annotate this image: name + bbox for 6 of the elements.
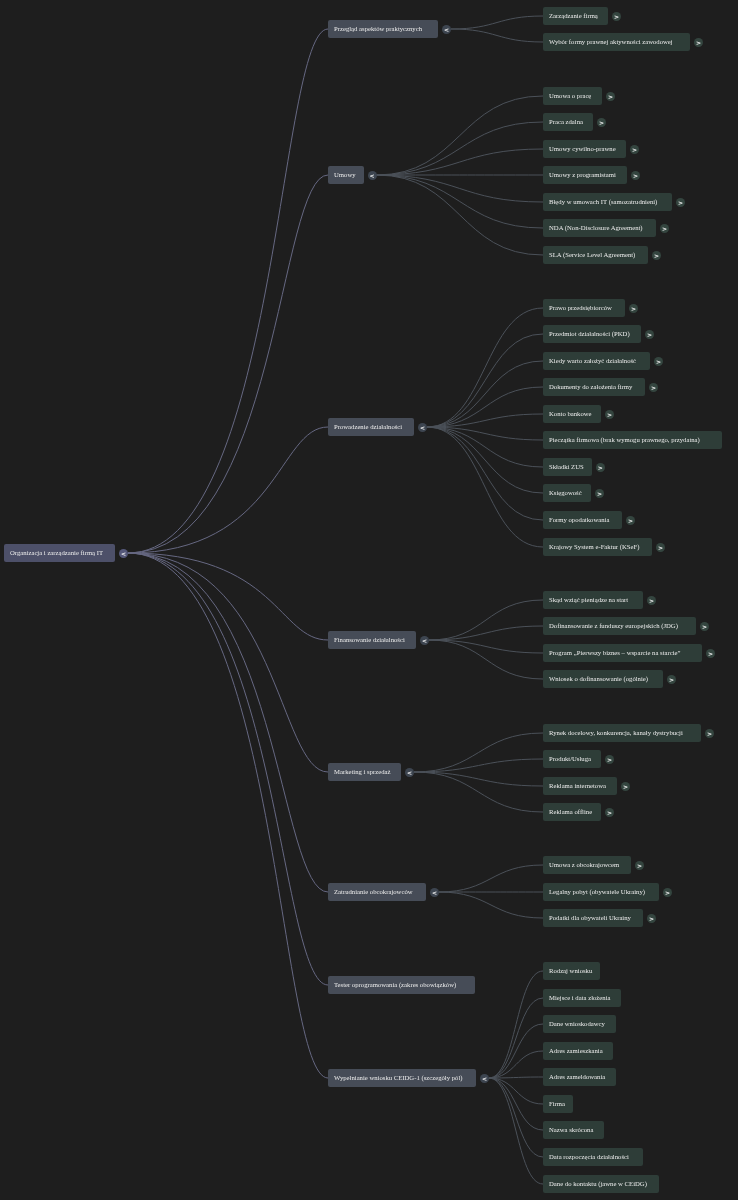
branch-line bbox=[450, 28, 544, 43]
branch-line bbox=[376, 174, 544, 256]
branch-line bbox=[376, 174, 544, 229]
branch-line bbox=[438, 891, 544, 919]
branch-line bbox=[426, 426, 544, 548]
branch-line bbox=[428, 639, 544, 680]
